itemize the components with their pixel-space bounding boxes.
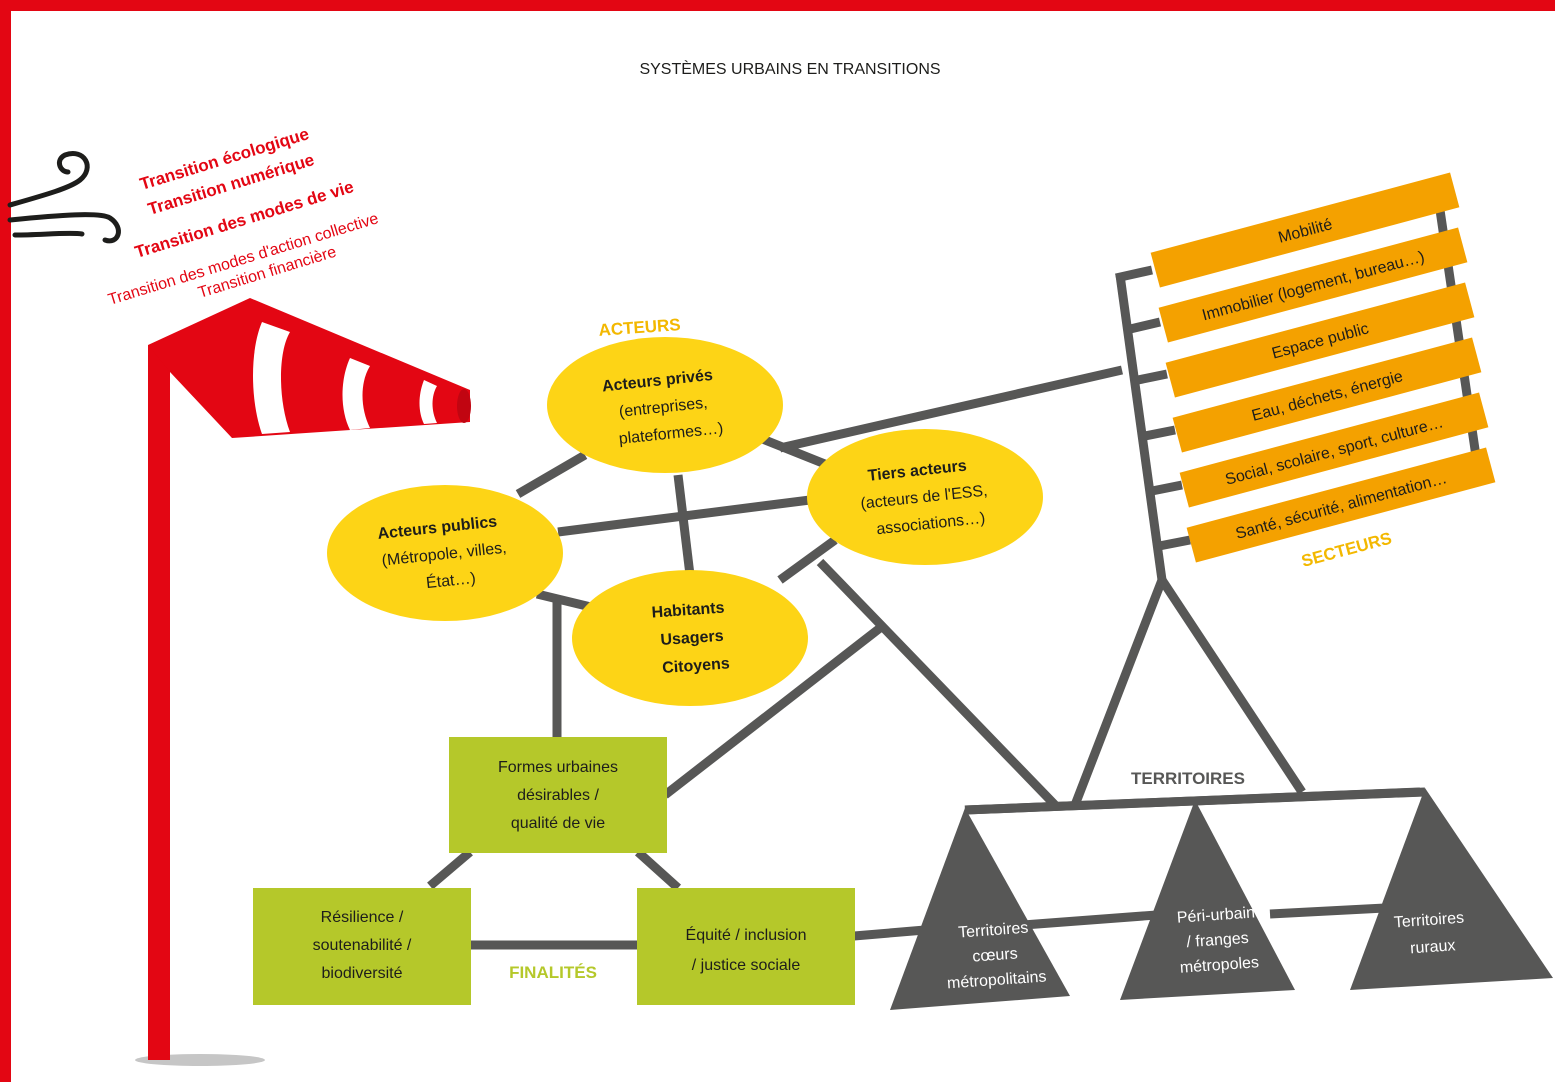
svg-text:Usagers: Usagers: [660, 628, 724, 649]
territoire-coeurs: Territoires cœurs métropolitains: [947, 920, 1048, 993]
svg-text:cœurs: cœurs: [972, 945, 1018, 965]
acteurs-prives: Acteurs privés (entreprises, plateformes…: [601, 367, 724, 448]
finalite-resilience-l1: Résilience /: [321, 909, 404, 926]
finalite-formes-l2: désirables /: [517, 787, 599, 804]
territoire-periurbain: Péri-urbain / franges métropoles: [1176, 904, 1259, 976]
finalite-formes-l3: qualité de vie: [511, 815, 605, 832]
acteurs-label: ACTEURS: [598, 315, 681, 340]
svg-text:ruraux: ruraux: [1410, 937, 1456, 957]
territoire-periurbain-shape: [1120, 800, 1295, 1000]
finalites-label: FINALITÉS: [509, 963, 597, 982]
page-title: SYSTÈMES URBAINS EN TRANSITIONS: [639, 59, 940, 78]
svg-text:Habitants: Habitants: [651, 600, 725, 622]
habitants-ellipse: [572, 570, 808, 706]
svg-text:métropolitains: métropolitains: [947, 968, 1048, 992]
finalite-resilience-l3: biodiversité: [322, 965, 403, 982]
svg-text:/ franges: / franges: [1186, 930, 1249, 951]
secteurs-group: Mobilité Immobilier (logement, bureau…) …: [1150, 172, 1496, 571]
acteurs-publics-ellipse: [327, 485, 563, 621]
territoire-ruraux-shape: [1350, 788, 1553, 990]
tiers-acteurs-ellipse: [807, 429, 1043, 565]
territoire-ruraux: Territoires ruraux: [1393, 910, 1464, 958]
svg-text:Citoyens: Citoyens: [662, 655, 731, 677]
territoire-coeurs-shape: [890, 808, 1070, 1010]
svg-text:Territoires: Territoires: [1393, 910, 1464, 932]
wind-icon: [7, 151, 121, 244]
finalite-resilience-box: [253, 888, 471, 1005]
left-border: [0, 0, 11, 1082]
secteur-mobilite: Mobilité: [1150, 172, 1460, 288]
finalite-equite-l1: Équité / inclusion: [686, 925, 807, 944]
finalites-group: Formes urbaines désirables / qualité de …: [253, 737, 855, 1005]
finalite-formes-l1: Formes urbaines: [498, 759, 618, 776]
finalite-formes-box: [449, 737, 667, 853]
territoires-group: TERRITOIRES Territoires cœurs métropolit…: [890, 769, 1553, 1010]
svg-text:Péri-urbain: Péri-urbain: [1176, 904, 1255, 926]
finalite-equite-box: [637, 888, 855, 1005]
top-border: [0, 0, 1555, 11]
windsock-icon: [135, 298, 471, 1066]
habitants: Habitants Usagers Citoyens: [651, 600, 731, 677]
finalite-resilience-l2: soutenabilité /: [313, 937, 412, 954]
acteurs-prives-ellipse: [547, 337, 783, 473]
secteurs-label: SECTEURS: [1299, 529, 1393, 571]
svg-text:Territoires: Territoires: [958, 920, 1029, 942]
finalite-equite-l2: / justice sociale: [692, 957, 801, 974]
acteurs-group: ACTEURS Acteurs privés (entreprises, pla…: [327, 315, 1043, 706]
tiers-acteurs: Tiers acteurs (acteurs de l'ESS, associa…: [860, 458, 989, 539]
territoires-label: TERRITOIRES: [1131, 769, 1245, 788]
svg-text:métropoles: métropoles: [1179, 954, 1259, 976]
